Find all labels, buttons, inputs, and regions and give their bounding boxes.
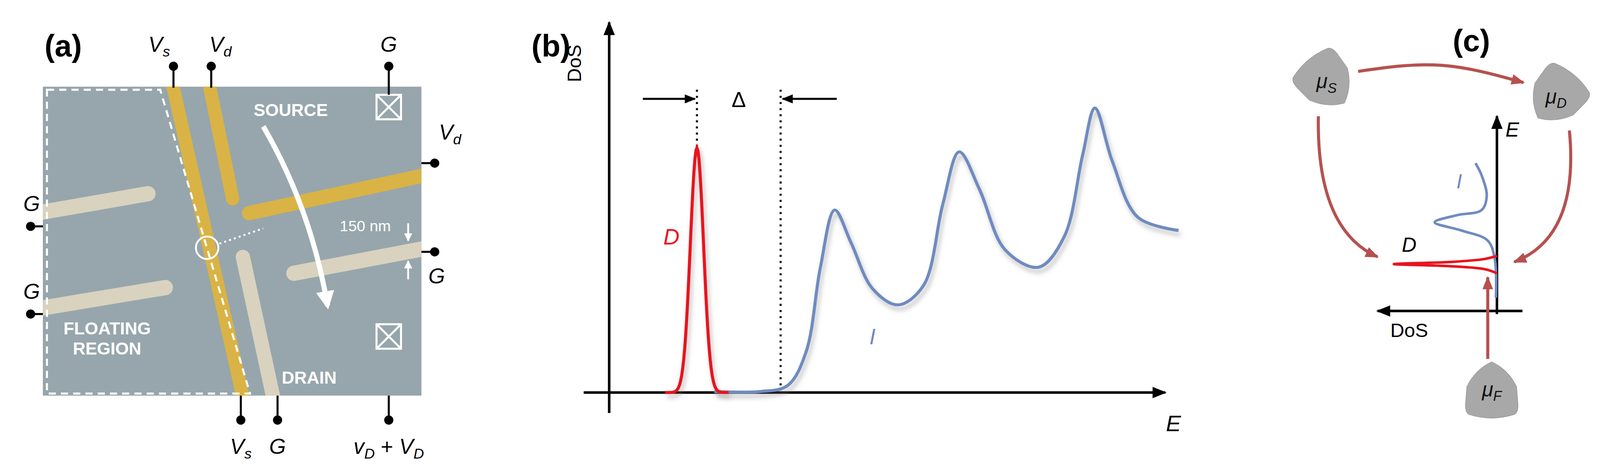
- pin-dot: [206, 61, 216, 71]
- region-label: DRAIN: [281, 367, 337, 388]
- pin-wire: [276, 395, 279, 417]
- pin-label: Vs: [148, 32, 170, 58]
- curve-label: D: [663, 223, 680, 250]
- pin-wire: [387, 395, 391, 417]
- axis-label: E: [1505, 117, 1520, 142]
- ohmic-contact: [376, 94, 401, 120]
- pin-dot: [430, 158, 440, 168]
- tunnel-arrow: [1514, 130, 1571, 263]
- tunnel-arrow: [1486, 277, 1490, 360]
- dotted-marker: [779, 89, 782, 391]
- axis-label: DoS: [1390, 319, 1428, 342]
- pin-label: G: [380, 32, 398, 58]
- pin-label: Vs: [229, 434, 252, 460]
- pin-label: G: [23, 191, 40, 217]
- contact-node: μS: [1296, 52, 1356, 112]
- contact-outline: [1465, 361, 1519, 418]
- pin-wire: [421, 250, 431, 254]
- ohmic-contact: [376, 324, 401, 349]
- pin-label: G: [23, 279, 40, 305]
- axis-label: E: [1165, 410, 1181, 437]
- dotted-leader: [219, 228, 263, 244]
- dimension-label: 150 nm: [339, 217, 391, 236]
- grey-gate: [242, 256, 276, 396]
- pin-dot: [26, 309, 36, 319]
- tunnel-arrow: [1318, 116, 1378, 257]
- impurity-dos-curve: [714, 107, 1179, 393]
- pin-wire: [387, 70, 391, 95]
- gap-label: Δ: [731, 87, 746, 113]
- gold-gate: [208, 86, 233, 199]
- curve-label: I: [1456, 169, 1462, 194]
- pin-wire: [34, 225, 43, 228]
- region-label: FLOATING REGION: [47, 318, 168, 359]
- dos-axis: [1377, 309, 1523, 313]
- pin-label: Vd: [438, 120, 462, 146]
- pin-dot: [236, 415, 246, 425]
- pin-dot: [384, 61, 394, 71]
- y-axis: [607, 22, 611, 413]
- pin-dot: [384, 415, 394, 425]
- contact-label: μD: [1545, 85, 1568, 109]
- ohmic-contact: [376, 94, 401, 120]
- pin-label: Vd: [209, 32, 232, 58]
- grey-gate: [42, 287, 166, 310]
- axis-label: DoS: [563, 44, 586, 83]
- curve-label: I: [869, 323, 876, 350]
- pin-dot: [273, 415, 283, 425]
- curve-label: D: [1401, 233, 1417, 257]
- contact-label: μF: [1481, 378, 1502, 402]
- pin-wire: [34, 312, 43, 316]
- dot-dos-peak: [665, 147, 729, 393]
- pin-wire: [172, 70, 175, 88]
- region-label: SOURCE: [253, 100, 328, 121]
- dot-dos-peak: [1394, 256, 1498, 274]
- pin-label: G: [428, 264, 446, 290]
- pin-dot: [26, 221, 36, 231]
- gold-gate: [171, 86, 245, 396]
- width-arrow: [407, 261, 409, 280]
- pin-wire: [239, 395, 242, 417]
- floating-region-border: [47, 89, 251, 394]
- current-arrow: [263, 126, 328, 306]
- panel-label: (a): [44, 28, 82, 64]
- contact-node: μF: [1462, 360, 1522, 420]
- gap-arrow: [642, 98, 695, 101]
- pin-label: G: [269, 434, 287, 460]
- qpc-circle: [196, 236, 219, 259]
- grey-gate: [42, 193, 148, 215]
- width-arrow: [407, 223, 409, 241]
- ohmic-contact: [376, 324, 401, 349]
- contact-outline: [1288, 42, 1365, 120]
- pin-dots: [26, 61, 440, 425]
- contact-label: μS: [1316, 69, 1337, 94]
- pin-dot: [168, 61, 178, 71]
- pin-wire: [421, 162, 431, 165]
- panel-label: (c): [1452, 23, 1490, 59]
- contact-outline: [1518, 58, 1595, 135]
- curve-shadow: [667, 151, 731, 397]
- pin-label: vD + VD: [353, 434, 425, 460]
- gold-gate: [249, 173, 422, 214]
- tunnel-arrow: [1358, 64, 1524, 83]
- pin-wires: [34, 70, 431, 416]
- pin-dot: [430, 247, 440, 257]
- gap-arrow: [782, 98, 837, 101]
- pin-wire: [210, 70, 213, 88]
- contact-node: μD: [1526, 67, 1586, 127]
